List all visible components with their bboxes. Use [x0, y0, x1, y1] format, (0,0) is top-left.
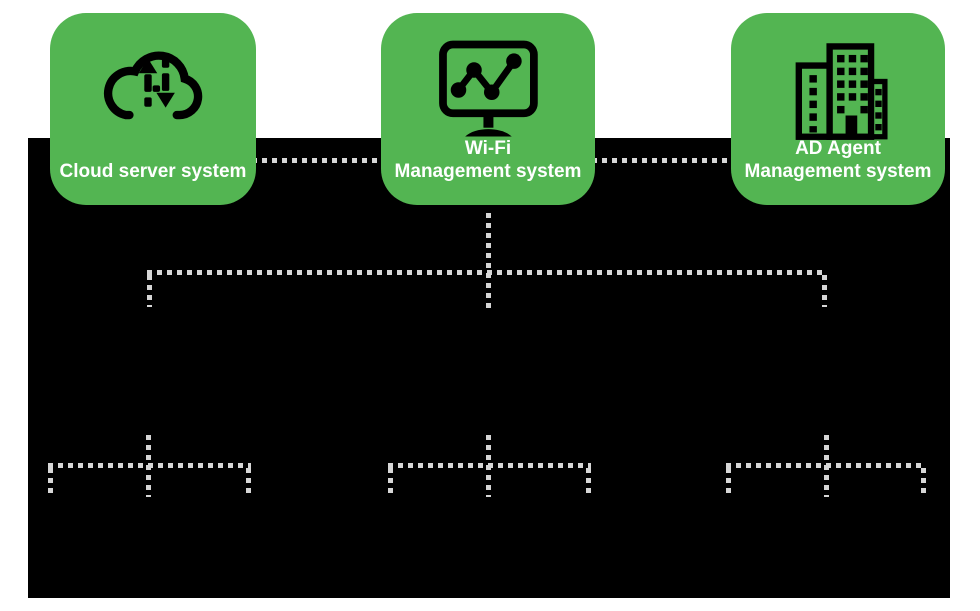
connector-branch2-drop-right: [586, 468, 591, 497]
connector-branch1-horizontal: [48, 463, 251, 468]
building-icon: [785, 39, 891, 141]
connector-level2-horizontal: [147, 270, 827, 275]
node-label: Cloud server system: [50, 160, 256, 183]
connector-branch3-drop-left: [726, 468, 731, 497]
background-panel: [28, 138, 950, 598]
connector-branch3-horizontal: [726, 463, 926, 468]
connector-level2-drop-right: [822, 275, 827, 307]
node-wifi-management-system: Wi-Fi Management system: [381, 13, 595, 205]
connector-branch1-drop-left: [48, 468, 53, 497]
node-label: Wi-Fi Management system: [381, 137, 595, 183]
connector-branch3-drop-right: [921, 468, 926, 497]
node-label: AD Agent Management system: [731, 137, 945, 183]
connector-level2-drop-left: [147, 275, 152, 307]
connector-branch2-horizontal: [388, 463, 591, 468]
connector-wifi-stem: [486, 213, 491, 308]
node-label-line1: AD Agent: [795, 138, 881, 159]
node-label-line2: Management system: [394, 161, 582, 182]
node-cloud-server-system: Cloud server system: [50, 13, 256, 205]
connector-branch2-drop-left: [388, 468, 393, 497]
node-ad-agent-management-system: AD Agent Management system: [731, 13, 945, 205]
connector-branch1-drop-right: [246, 468, 251, 497]
node-label-line1: Wi-Fi: [464, 138, 512, 159]
cloud-transfer-icon: [97, 39, 208, 141]
node-label-line2: Management system: [744, 161, 932, 182]
monitor-chart-icon: [433, 39, 544, 141]
node-label-line1: Cloud server system: [59, 161, 247, 182]
